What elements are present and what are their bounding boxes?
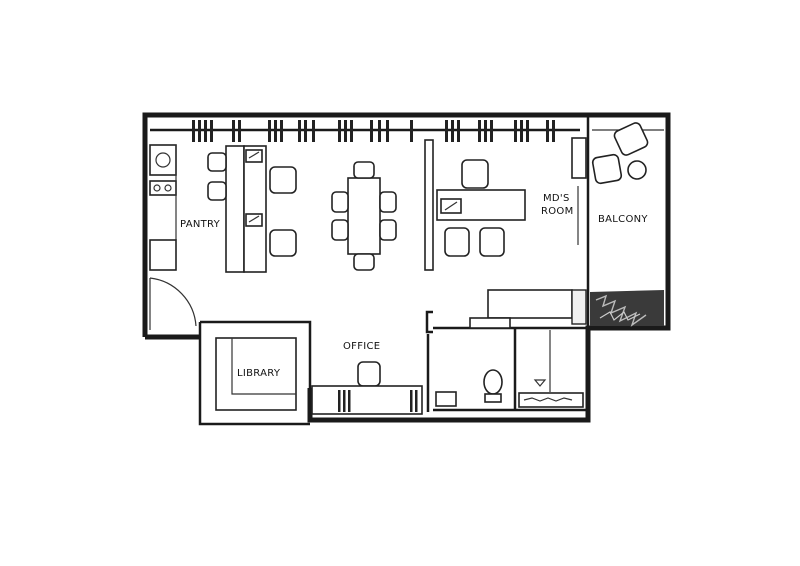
chair xyxy=(269,166,297,194)
toilet xyxy=(483,369,503,395)
outer-walls xyxy=(142,112,671,426)
bar-stool xyxy=(207,152,227,172)
pantry-door-swing xyxy=(149,277,197,330)
bathroom xyxy=(433,328,588,412)
planter xyxy=(590,290,664,326)
md-room: MD'S ROOM xyxy=(424,137,587,271)
balcony: BALCONY xyxy=(590,122,664,327)
credenza xyxy=(487,289,573,319)
side-table xyxy=(627,160,647,180)
chair xyxy=(269,229,297,257)
bathtub xyxy=(518,392,584,408)
pantry-area: PANTRY xyxy=(149,144,221,330)
room-label-md-line1: MD'S xyxy=(543,193,570,204)
visitor-chair xyxy=(444,227,470,257)
library: LIBRARY xyxy=(215,337,297,411)
room-label-md-line2: ROOM xyxy=(541,206,574,217)
bar-counter xyxy=(207,145,297,273)
bar-stool xyxy=(207,181,227,201)
cabinet xyxy=(571,137,587,179)
lounge-chair xyxy=(613,122,649,156)
fridge xyxy=(149,239,177,271)
partition xyxy=(424,139,434,271)
md-chair xyxy=(461,159,489,189)
windows-top xyxy=(192,120,555,142)
visitor-chair xyxy=(479,227,505,257)
office-desk xyxy=(311,385,423,415)
room-label-pantry: PANTRY xyxy=(180,219,221,230)
lounge-chair xyxy=(591,153,623,185)
room-label-library: LIBRARY xyxy=(237,368,281,379)
sink xyxy=(149,144,177,176)
office-area: OFFICE xyxy=(311,289,588,415)
office-chair xyxy=(357,361,381,387)
conference-table xyxy=(331,161,397,271)
room-label-office: OFFICE xyxy=(343,341,380,352)
basin xyxy=(435,391,457,407)
room-label-balcony: BALCONY xyxy=(598,214,648,225)
